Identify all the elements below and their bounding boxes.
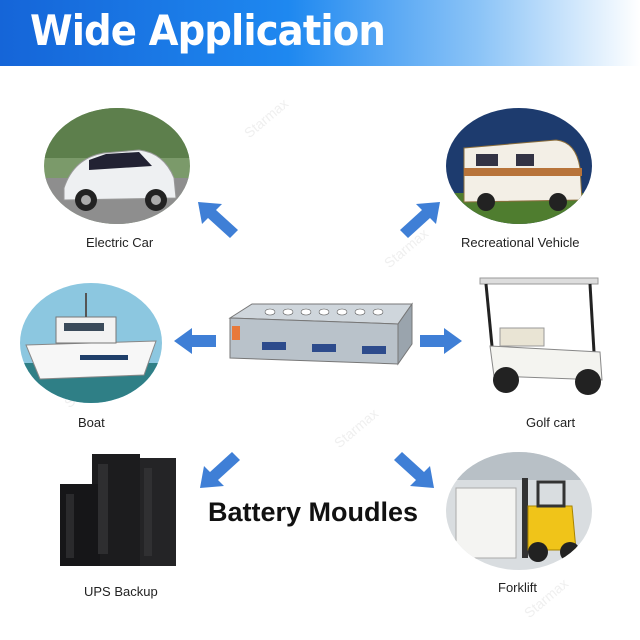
- boat-image: [20, 283, 162, 403]
- recreational-vehicle-image: [446, 108, 592, 224]
- header-banner: Wide Application: [0, 0, 640, 66]
- arrow-to-recreational-vehicle: [400, 202, 440, 238]
- golf-cart-caption: Golf cart: [526, 415, 576, 430]
- ups-backup-image: [58, 450, 178, 572]
- battery-modules-title: Battery Moudles: [208, 497, 419, 527]
- watermark: Starmax: [330, 405, 382, 451]
- arrow-to-forklift: [394, 452, 434, 488]
- forklift-caption: Forklift: [498, 580, 537, 595]
- boat-caption: Boat: [78, 415, 105, 430]
- watermark: Starmax: [240, 95, 292, 141]
- arrow-to-electric-car: [198, 202, 238, 238]
- arrow-to-golf-cart: [420, 328, 462, 354]
- recreational-vehicle-caption: Recreational Vehicle: [461, 235, 580, 250]
- arrow-to-boat: [174, 328, 216, 354]
- forklift-image: [446, 452, 592, 570]
- electric-car-image: [44, 108, 190, 224]
- golf-cart-image: [470, 272, 612, 412]
- banner-title: Wide Application: [30, 6, 386, 55]
- arrow-to-ups-backup: [200, 452, 240, 488]
- battery-module-image: [222, 298, 418, 370]
- ups-backup-caption: UPS Backup: [84, 584, 158, 599]
- electric-car-caption: Electric Car: [86, 235, 154, 250]
